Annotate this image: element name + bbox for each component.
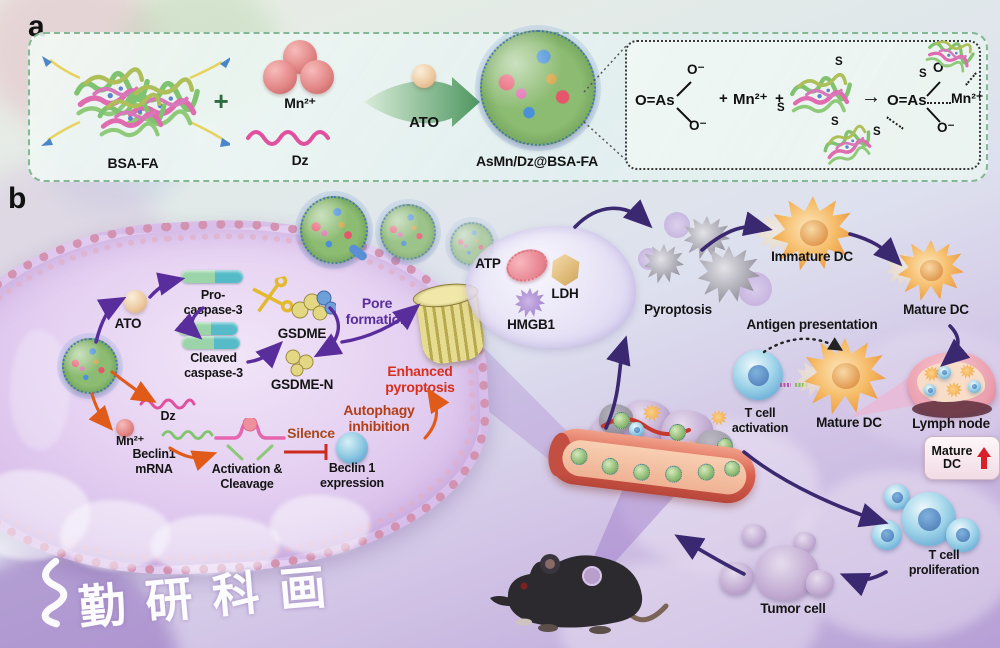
mature-dc-mid-label: Mature DC — [816, 415, 882, 430]
t-cell-icon — [872, 520, 902, 550]
atp-label: ATP — [475, 256, 501, 271]
tumor-cell-icon — [742, 524, 766, 546]
t-cell-icon — [946, 518, 980, 552]
as-reactant: O=As — [635, 92, 675, 109]
s-atom-label: S — [831, 116, 839, 128]
mn-ion-sphere — [300, 60, 334, 94]
beclin-expression-label: Beclin 1 expression — [319, 461, 384, 490]
gsdme-n-label: GSDME-N — [270, 377, 334, 392]
lymph-node-icon — [908, 352, 996, 418]
scissors-icon — [252, 275, 294, 313]
t-cell-icon — [733, 350, 783, 400]
dz-label: Dz — [291, 152, 309, 168]
t-cell-in-node — [924, 384, 936, 396]
gsdme-protein-icon — [291, 290, 336, 321]
reaction-detail-box: O=As O⁻ O⁻ + Mn²⁺ + S S S → O=As O⁻ O⁻ M… — [625, 31, 984, 170]
mn-ion-sphere — [116, 419, 134, 437]
reaction-arrow-icon — [364, 77, 480, 127]
tumor-cell-icon — [794, 532, 816, 552]
protein-reactant-icon — [785, 68, 857, 124]
protein-product-icon — [819, 122, 876, 166]
as-s-dotted-bond — [886, 116, 904, 130]
o-minus-top: O⁻ — [687, 62, 705, 77]
cell-debris — [10, 330, 70, 450]
hmgb1-label: HMGB1 — [507, 317, 555, 332]
plus-sign: + — [213, 86, 229, 116]
mrna-strand-icon — [161, 430, 214, 440]
mature-dc-top-label: Mature DC — [903, 302, 969, 317]
mn-product: Mn²⁺ — [951, 90, 984, 106]
mrna-cleavage-icon — [214, 418, 286, 461]
antigen-presentation-label: Antigen presentation — [746, 317, 878, 332]
mouse-icon — [490, 554, 669, 634]
cell-fragment — [664, 212, 690, 238]
o-minus-bottom-2: O⁻ — [937, 120, 955, 135]
yields-arrow: → — [861, 86, 881, 108]
cell-debris — [150, 515, 280, 575]
gsdme-label: GSDME — [277, 326, 327, 341]
beclin-mrna-label: Beclin1 mRNA — [132, 447, 176, 476]
tumor-cell-label: Tumor cell — [760, 601, 826, 616]
mature-dc-box-label: Mature DC — [931, 443, 973, 471]
lymph-node-label: Lymph node — [912, 416, 990, 431]
plus-2: + — [775, 90, 784, 107]
nanoparticle-icon — [380, 204, 436, 260]
as-mn-dotted-bond — [927, 102, 951, 104]
mn-reactant: Mn²⁺ — [733, 91, 768, 108]
ato-label: ATO — [409, 114, 439, 131]
dz-label: Dz — [160, 409, 176, 423]
cleaved-caspase-rod — [182, 336, 240, 349]
mn-label: Mn²⁺ — [115, 434, 144, 448]
released-damps-bubble — [466, 226, 636, 348]
bsa-fa-protein-icon — [41, 56, 230, 147]
cleaved-caspase-rod — [178, 322, 238, 335]
mature-dc-icon — [898, 240, 964, 301]
silence-label: Silence — [287, 425, 335, 441]
as-product: O=As — [887, 92, 927, 109]
s-atom-label: S — [919, 68, 927, 80]
dz-strand-icon — [246, 130, 330, 146]
immature-dc-label: Immature DC — [771, 249, 853, 264]
ldh-label: LDH — [551, 286, 579, 301]
nanoparticle-icon — [62, 338, 118, 394]
beclin1-protein-sphere — [336, 432, 368, 464]
pyroptotic-fragment-icon — [684, 216, 730, 260]
gsdme-n-icon — [285, 349, 314, 377]
t-cell-in-node — [968, 380, 981, 393]
mature-dc-increase-badge: Mature DC — [924, 436, 1000, 480]
mn-label: Mn²⁺ — [284, 95, 316, 111]
pro-caspase-label: Pro- caspase-3 — [183, 288, 243, 317]
plus-1: + — [719, 90, 728, 107]
red-up-arrow-icon — [977, 447, 992, 469]
t-cell-activation-label: T cell activation — [731, 406, 789, 435]
t-cell-in-node — [938, 366, 951, 379]
bond-lines — [926, 81, 941, 123]
s-atom-label: S — [835, 56, 843, 68]
o-minus-bottom: O⁻ — [689, 118, 707, 133]
panel-b-letter: b — [8, 182, 27, 215]
pro-caspase-rod — [181, 270, 243, 283]
ato-sphere — [412, 64, 436, 88]
o-minus-top-2: O⁻ — [933, 60, 951, 75]
activation-cleavage-label: Activation & Cleavage — [211, 462, 283, 491]
cell-debris — [60, 500, 170, 570]
s-atom-label: S — [873, 126, 881, 138]
s-atom-label: S — [777, 102, 785, 114]
cell-debris — [270, 495, 370, 555]
nanoparticle-icon — [480, 30, 596, 146]
watermark-logo-icon — [41, 557, 68, 628]
mn-ion-sphere — [263, 60, 297, 94]
pyroptosis-label: Pyroptosis — [644, 302, 712, 317]
cleaved-caspase-label: Cleaved caspase-3 — [184, 351, 243, 380]
tumor-cell-icon — [806, 570, 834, 596]
t-cell-proliferation-label: T cell proliferation — [908, 548, 980, 577]
bsa-fa-label: BSA-FA — [107, 155, 159, 171]
bond-lines — [676, 81, 692, 123]
autophagy-inhibition-label: Autophagy inhibition — [343, 402, 415, 435]
ato-sphere — [124, 290, 147, 313]
product-label: AsMn/Dz@BSA-FA — [475, 153, 599, 169]
enhanced-pyroptosis-label: Enhanced pyroptosis — [385, 363, 455, 396]
pore-formation-label: Pore formation — [345, 295, 409, 328]
ato-label: ATO — [114, 316, 142, 331]
